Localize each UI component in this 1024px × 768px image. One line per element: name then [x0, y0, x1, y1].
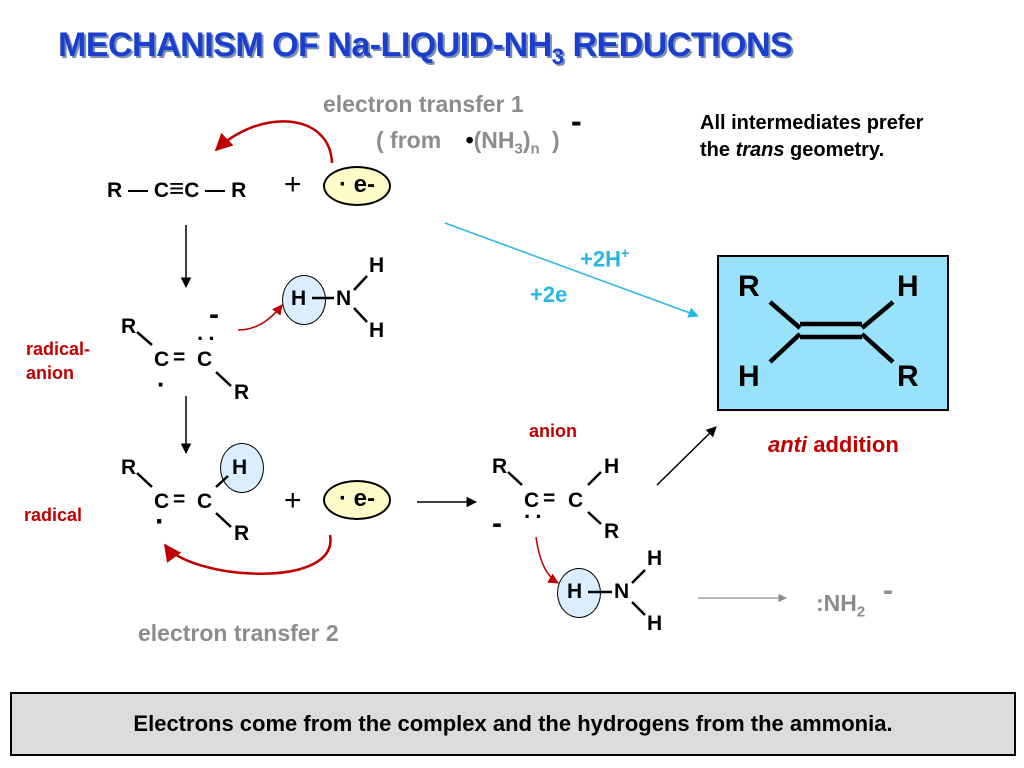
radical-r1: R	[121, 456, 137, 479]
nh3-upper-h2: H	[369, 254, 385, 277]
radical-anion-dot: ·	[157, 369, 166, 399]
radical-r2: R	[234, 522, 250, 545]
radical-c1: C	[154, 490, 170, 513]
note-line-2: the trans geometry.	[700, 139, 885, 161]
radical-anion-c2: C	[197, 348, 213, 371]
anion-h: H	[604, 455, 620, 478]
curved-arrow-et1	[214, 120, 334, 164]
from-subn: n	[530, 140, 540, 158]
alkyne-r2: R	[231, 179, 247, 202]
radical-anion-r1: R	[121, 315, 137, 338]
curved-arrow-et2	[163, 534, 332, 575]
radical-eq: =	[173, 488, 186, 511]
note-line-1: All intermediates prefer	[700, 112, 924, 134]
title-subscript: 3	[551, 43, 564, 69]
electron-ellipse-1: · e-	[323, 166, 391, 206]
anion-eq: =	[543, 487, 556, 510]
plus-sign-2: +	[284, 484, 302, 517]
alkyne: R C≡C R	[107, 173, 246, 204]
from-open: ( from	[376, 127, 442, 153]
radical-dot: ·	[155, 505, 165, 538]
triple-bond: ≡	[169, 173, 185, 203]
anion-c1: C	[524, 489, 540, 512]
radical-anion-eq: =	[173, 346, 186, 369]
from-close: )	[552, 127, 560, 153]
curved-arrow-to-h-lower	[535, 536, 559, 584]
radical-anion-charge: -	[209, 298, 219, 331]
trans-italic: trans	[735, 139, 785, 161]
anion-lone-pair: ··	[524, 504, 547, 529]
product-h-bottom: H	[738, 360, 760, 393]
plus-2e-label: +2e	[530, 282, 568, 307]
from-paren: )	[522, 127, 531, 153]
anion-r1: R	[492, 455, 508, 478]
nh2-charge: -	[883, 574, 893, 607]
radical-label: radical	[24, 505, 83, 525]
radical-c2: C	[197, 490, 213, 513]
radical-h: H	[232, 456, 248, 479]
footer-summary: Electrons come from the complex and the …	[10, 692, 1016, 756]
from-sub3: 3	[514, 140, 523, 158]
from-nh: (NH	[473, 127, 515, 153]
product-alkene-box	[717, 255, 949, 411]
overall-arrow	[444, 222, 699, 318]
product-r-top: R	[738, 270, 760, 303]
nh2-product: :NH2	[816, 590, 866, 621]
curved-arrow-to-h-upper	[237, 304, 283, 331]
page-title: MECHANISM OF Na-LIQUID-NH3 REDUCTIONS	[58, 26, 793, 70]
anion-label: anion	[529, 421, 577, 441]
title-main: MECHANISM OF Na-LIQUID-NH	[58, 26, 552, 64]
electron-transfer-1-label: electron transfer 1	[323, 91, 524, 117]
from-charge: -	[571, 103, 582, 139]
radical-anion-lone-pair: ··	[197, 326, 220, 351]
product-h-top: H	[897, 270, 919, 303]
dot-bullet: •	[465, 127, 474, 153]
h-circle-radical	[220, 443, 264, 493]
title-tail: REDUCTIONS	[563, 26, 793, 64]
radical-anion-c1: C	[154, 348, 170, 371]
nh3-lower-n: N	[614, 580, 630, 603]
product-r-bottom: R	[897, 360, 919, 393]
anion-r2: R	[604, 520, 620, 543]
nh3-upper-h1: H	[291, 287, 307, 310]
anion-c2: C	[568, 489, 584, 512]
anion-charge: -	[492, 507, 502, 540]
alkyne-c1: C	[153, 179, 170, 202]
anti-addition-label: anti addition	[768, 432, 899, 457]
radical-anion-label: radical- anion	[26, 339, 91, 383]
electron-transfer-2-label: electron transfer 2	[138, 620, 339, 646]
nh3-upper-n: N	[336, 287, 352, 310]
plus-sign: +	[284, 168, 302, 201]
from-note: ( from •(NH3)n )	[376, 127, 560, 158]
alkyne-c2: C	[184, 179, 200, 202]
alkyne-r1: R	[107, 179, 123, 202]
plus-2h-label: +2H+	[580, 246, 630, 272]
nh3-lower-h1: H	[567, 580, 583, 603]
arrow-to-product	[656, 426, 717, 486]
radical-anion-r2: R	[234, 381, 250, 404]
intermediates-note: All intermediates prefer the trans geome…	[700, 110, 923, 164]
h-circle-upper	[282, 275, 326, 325]
nh3-lower-h3: H	[647, 612, 663, 635]
electron-ellipse-2: · e-	[323, 480, 391, 520]
nh3-lower-h2: H	[647, 547, 663, 570]
nh3-upper-h3: H	[369, 319, 385, 342]
